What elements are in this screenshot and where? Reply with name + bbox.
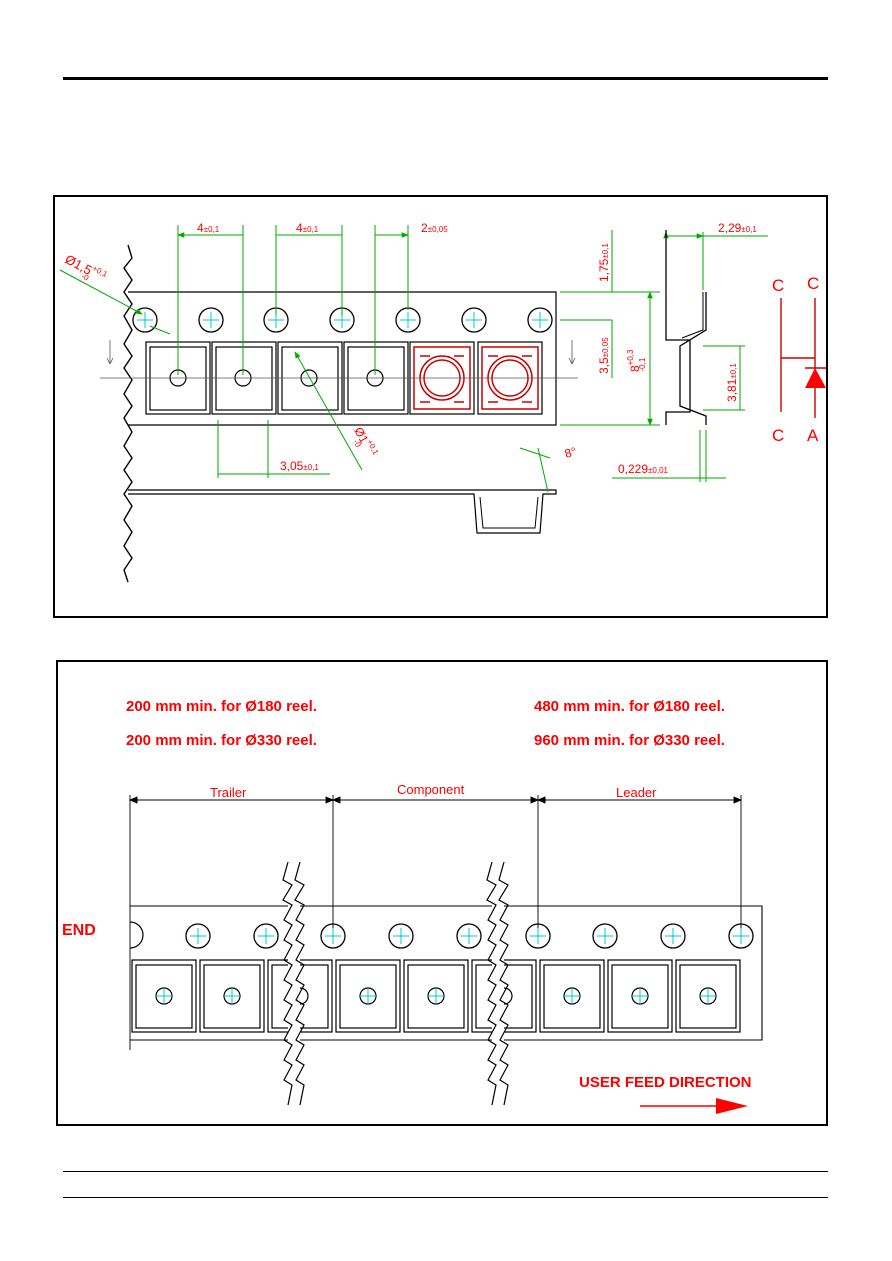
end-label: END xyxy=(62,922,96,939)
break-marks xyxy=(282,861,509,1106)
dim-width: 8+0,3-0,1 xyxy=(626,349,647,372)
component-label: Component xyxy=(397,782,465,797)
dim-f: 3,5±0,05 xyxy=(597,337,611,374)
dim-pitch-pocket: 4±0,1 xyxy=(296,221,319,235)
dim-thickness: 0,229±0,01 xyxy=(618,462,669,476)
tape-strip xyxy=(130,905,763,1041)
tape-dimension-panel xyxy=(53,195,828,618)
header-rule xyxy=(63,77,828,80)
strip-sprocket-holes xyxy=(185,923,754,949)
tape-side-profile xyxy=(665,230,707,425)
footer-rule-top xyxy=(63,1171,828,1172)
break-line xyxy=(123,244,133,583)
trailer-note-180: 200 mm min. for Ø180 reel. xyxy=(126,698,317,715)
polarity-c2: C xyxy=(807,274,819,293)
polarity-symbol xyxy=(780,298,826,418)
feed-direction-arrow-icon xyxy=(716,1098,748,1114)
polarity-c3: C xyxy=(772,426,784,445)
dim-edge: 1,75±0,1 xyxy=(597,243,611,282)
feed-direction-label: USER FEED DIRECTION xyxy=(579,1074,752,1091)
polarity-a: A xyxy=(807,426,819,445)
diode-triangle xyxy=(805,368,826,388)
tape-side-section xyxy=(128,489,557,534)
polarity-c1: C xyxy=(772,276,784,295)
trailer-note-330: 200 mm min. for Ø330 reel. xyxy=(126,732,317,749)
leader-note-330: 960 mm min. for Ø330 reel. xyxy=(534,732,725,749)
trailer-label: Trailer xyxy=(210,785,247,800)
dim-depth: 2,29±0,1 xyxy=(718,221,757,235)
dim-pocket-height: 3,81±0,1 xyxy=(725,363,739,402)
leader-note-180: 480 mm min. for Ø180 reel. xyxy=(534,698,725,715)
leader-label: Leader xyxy=(616,785,657,800)
dim-pocket-width: 3,05±0,1 xyxy=(280,459,319,473)
dim-p2: 2±0,05 xyxy=(421,221,448,235)
dim-pitch-hole: 4±0,1 xyxy=(197,221,220,235)
reel-layout-panel xyxy=(56,660,828,1126)
dim-angle: 8° xyxy=(563,444,578,461)
footer-rule-bottom xyxy=(63,1197,828,1198)
